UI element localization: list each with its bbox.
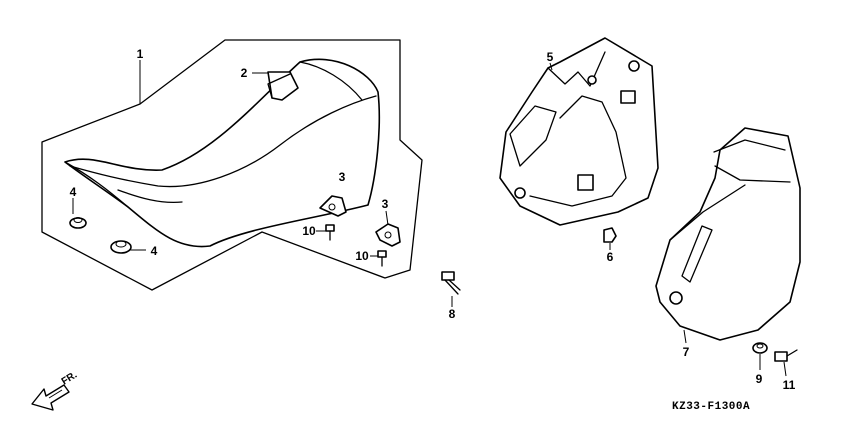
callout-10a: 10 bbox=[302, 224, 316, 238]
callout-4b: 4 bbox=[151, 244, 158, 258]
right-side-cover bbox=[499, 37, 659, 226]
leader-5 bbox=[549, 62, 553, 71]
front-direction-label: FR. bbox=[60, 370, 80, 388]
diagram-code: KZ33-F1300A bbox=[672, 401, 750, 413]
seat bbox=[64, 58, 381, 248]
callout-4a: 4 bbox=[70, 185, 77, 199]
callout-5: 5 bbox=[547, 50, 554, 64]
callout-2: 2 bbox=[241, 66, 248, 80]
clip-nut bbox=[603, 227, 617, 243]
callout-3b: 3 bbox=[382, 197, 389, 211]
leader-7 bbox=[683, 329, 687, 344]
group-outline-seat bbox=[41, 39, 423, 291]
collar-9 bbox=[752, 342, 768, 354]
callout-6: 6 bbox=[607, 250, 614, 264]
callout-8: 8 bbox=[449, 307, 456, 321]
bolt-10-a bbox=[325, 224, 335, 241]
front-direction-arrow-icon bbox=[31, 384, 70, 411]
callout-3a: 3 bbox=[339, 170, 346, 184]
seat-bracket-a bbox=[319, 195, 347, 217]
bolt-8 bbox=[441, 271, 461, 307]
seat-strap bbox=[267, 71, 299, 101]
leader-3b bbox=[385, 210, 389, 226]
left-side-cover bbox=[655, 127, 801, 341]
callout-10b: 10 bbox=[355, 249, 369, 263]
seat-rubber-b bbox=[110, 240, 132, 254]
bolt-10-b bbox=[377, 250, 387, 267]
callout-9: 9 bbox=[756, 372, 763, 386]
seat-rubber-a bbox=[69, 217, 87, 229]
seat-bracket-b bbox=[375, 223, 401, 247]
leader-11 bbox=[783, 361, 787, 377]
callout-11: 11 bbox=[783, 378, 796, 392]
callout-1: 1 bbox=[137, 47, 144, 61]
callout-7: 7 bbox=[683, 345, 690, 359]
bolt-11 bbox=[774, 349, 798, 362]
